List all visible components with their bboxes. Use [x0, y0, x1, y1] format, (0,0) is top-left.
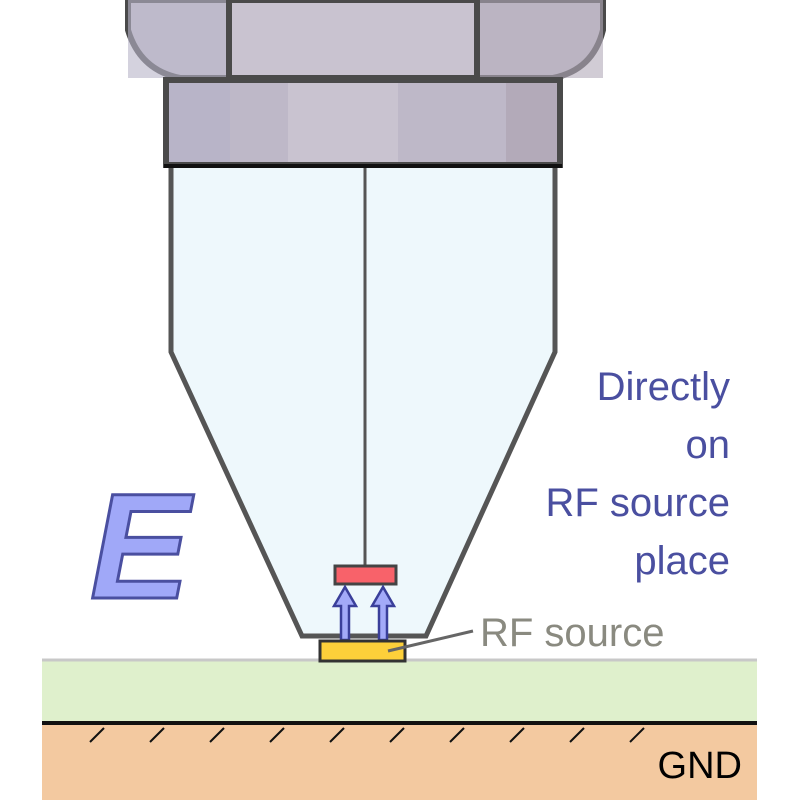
- svg-text:Directly: Directly: [597, 365, 730, 409]
- svg-text:on: on: [686, 423, 731, 467]
- field-arrows: [331, 584, 397, 642]
- sensor-element: [333, 564, 398, 586]
- field-symbol: E: [90, 462, 194, 630]
- substrate: [42, 660, 757, 721]
- svg-text:place: place: [634, 539, 730, 583]
- ground-label: GND: [658, 745, 742, 787]
- rf-source-chip: [318, 639, 407, 663]
- ground-plane: [42, 724, 757, 800]
- rf-source-leader: [387, 629, 474, 653]
- probe-tip: [168, 168, 558, 639]
- rf-source-label: RF source: [480, 611, 665, 655]
- ground-hatching: [89, 727, 645, 743]
- description-label: Directly on RF source place: [546, 365, 731, 583]
- field-arrow-icon: [369, 584, 397, 642]
- svg-text:RF source: RF source: [546, 481, 731, 525]
- field-arrow-icon: [331, 584, 359, 642]
